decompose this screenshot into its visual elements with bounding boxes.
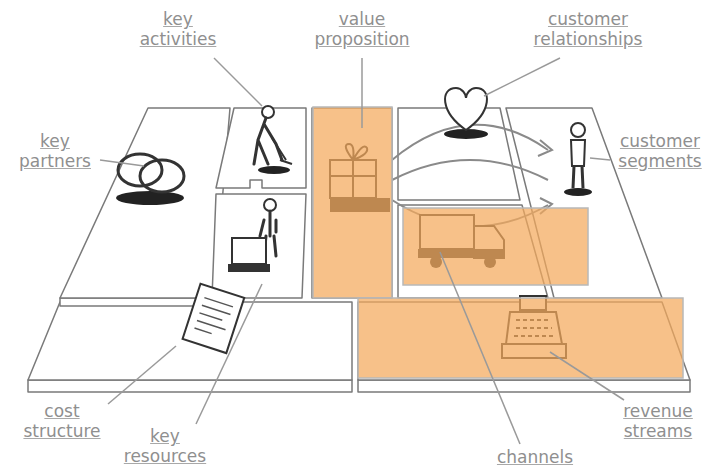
block-label: customer relationships bbox=[534, 10, 643, 49]
cart-symbol bbox=[228, 264, 270, 272]
leader-line bbox=[100, 160, 144, 166]
board-edge bbox=[60, 298, 214, 306]
person-figure bbox=[571, 140, 585, 166]
block-label: channels bbox=[497, 448, 573, 468]
ring-symbol bbox=[140, 160, 184, 192]
person-head bbox=[264, 199, 276, 211]
block-label: key partners bbox=[19, 132, 91, 171]
key-activities-block bbox=[216, 108, 306, 188]
block-label: key resources bbox=[124, 427, 206, 466]
block-label: key activities bbox=[140, 10, 217, 49]
person-figure bbox=[573, 166, 583, 188]
leader-line bbox=[361, 58, 363, 128]
crate-symbol bbox=[232, 238, 266, 264]
highlight-revenue-streams bbox=[358, 298, 683, 378]
leader-line bbox=[590, 158, 610, 160]
person-head bbox=[571, 123, 585, 137]
key-partners-block bbox=[60, 108, 230, 298]
heart-symbol bbox=[445, 88, 487, 130]
leader-line bbox=[196, 284, 262, 424]
leader-line bbox=[484, 58, 560, 96]
shovel-symbol bbox=[272, 138, 292, 164]
shadow bbox=[564, 188, 592, 196]
key-resources-block bbox=[212, 194, 306, 298]
shadow bbox=[258, 166, 290, 174]
board-edge bbox=[358, 380, 690, 392]
highlight-value-proposition bbox=[313, 107, 392, 298]
block-label: value proposition bbox=[314, 10, 409, 49]
shadow bbox=[116, 191, 184, 205]
block-label: customer segments bbox=[618, 132, 701, 171]
flow-arrowhead bbox=[538, 140, 552, 214]
board bbox=[28, 108, 690, 392]
leader-line bbox=[440, 252, 520, 444]
highlight-channels bbox=[403, 208, 588, 285]
person-figure bbox=[254, 118, 282, 164]
person-head bbox=[262, 106, 274, 118]
leader-line bbox=[550, 352, 624, 400]
leader-line bbox=[108, 346, 176, 404]
block-label: revenue streams bbox=[623, 402, 693, 441]
board-edge bbox=[28, 380, 352, 392]
leader-lines bbox=[100, 58, 624, 444]
leader-line bbox=[214, 58, 262, 106]
value-proposition-block bbox=[312, 108, 392, 298]
block-label: cost structure bbox=[23, 402, 100, 441]
document-lines bbox=[195, 298, 233, 338]
